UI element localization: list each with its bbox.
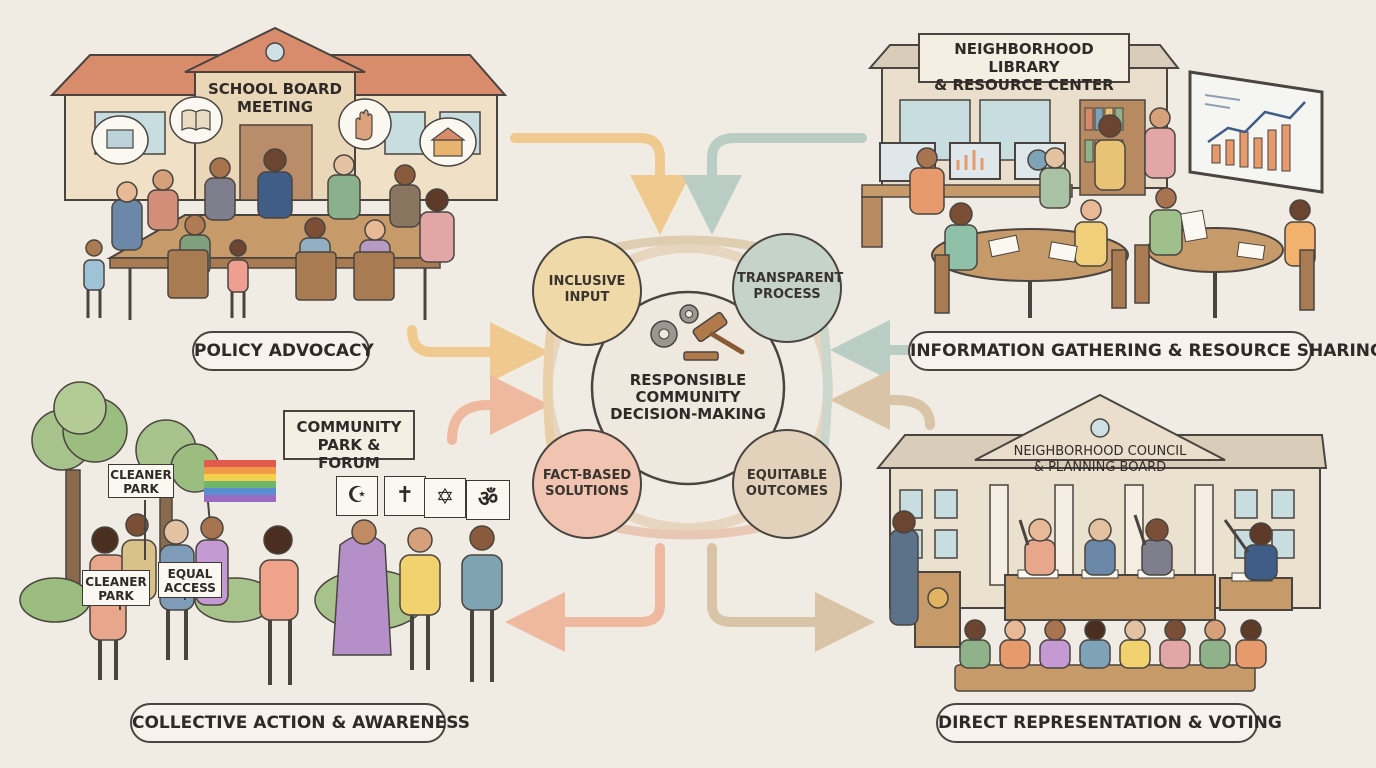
gears-icon bbox=[650, 304, 699, 348]
hub-title-line-2: COMMUNITY bbox=[635, 388, 741, 406]
sign-line-2: PARK bbox=[123, 482, 159, 496]
council-audience bbox=[954, 619, 1267, 692]
council-sign-line-1: NEIGHBORHOOD COUNCIL bbox=[1013, 444, 1187, 459]
sign-line-1: CLEANER bbox=[85, 575, 147, 589]
pillar-circles bbox=[532, 233, 842, 539]
direct-representation-label: DIRECT REPRESENTATION & VOTING bbox=[936, 703, 1282, 743]
pillar-line-1: EQUITABLE bbox=[746, 468, 828, 483]
collective-action-label: COLLECTIVE ACTION & AWARENESS bbox=[130, 703, 470, 743]
sign-line-1: EQUAL bbox=[167, 567, 213, 581]
pillar-line-1: TRANSPARENT bbox=[737, 271, 844, 286]
library-sign: NEIGHBORHOOD LIBRARY & RESOURCE CENTER bbox=[918, 33, 1130, 94]
faith-sign-cross-icon: ✝ bbox=[384, 476, 426, 516]
pillar-fact-based-solutions: FACT-BASED SOLUTIONS bbox=[537, 468, 637, 500]
library-sign-line-1: NEIGHBORHOOD LIBRARY bbox=[954, 40, 1094, 76]
park-sign-line-1: COMMUNITY bbox=[296, 418, 402, 436]
information-gathering-label: INFORMATION GATHERING & RESOURCE SHARING bbox=[908, 331, 1376, 371]
faith-sign-crescent-icon: ☪ bbox=[336, 476, 378, 516]
protest-sign-cleaner-park-top: CLEANER PARK bbox=[108, 464, 174, 498]
hub-title: RESPONSIBLE COMMUNITY DECISION-MAKING bbox=[608, 372, 768, 423]
library-visitors bbox=[909, 107, 1316, 314]
flow-arrows bbox=[407, 133, 935, 652]
sign-line-2: PARK bbox=[98, 589, 134, 603]
park-sign: COMMUNITY PARK & FORUM bbox=[283, 410, 415, 472]
council-building bbox=[875, 393, 1328, 609]
school-sign-line-1: SCHOOL BOARD bbox=[207, 80, 343, 98]
pillar-inclusive-input: INCLUSIVE INPUT bbox=[537, 274, 637, 306]
pillar-transparent-process: TRANSPARENT PROCESS bbox=[737, 271, 844, 303]
protest-sign-equal-access: EQUAL ACCESS bbox=[158, 562, 222, 598]
school-sign: SCHOOL BOARD MEETING bbox=[200, 80, 350, 116]
park-sign-line-2: PARK & FORUM bbox=[317, 436, 381, 472]
pillar-line-1: FACT-BASED bbox=[542, 468, 632, 483]
sign-line-2: ACCESS bbox=[164, 581, 216, 595]
council-sign-line-2: & PLANNING BOARD bbox=[1033, 460, 1167, 475]
pillar-line-1: INCLUSIVE bbox=[548, 274, 626, 289]
pillar-line-2: INPUT bbox=[564, 290, 610, 305]
pillar-line-2: PROCESS bbox=[753, 287, 821, 302]
library-sign-line-2: & RESOURCE CENTER bbox=[934, 76, 1114, 94]
speech-bubbles bbox=[91, 96, 477, 167]
board-members bbox=[83, 148, 455, 318]
gavel-icon bbox=[683, 311, 745, 361]
hub-title-line-1: RESPONSIBLE bbox=[629, 371, 747, 389]
presentation-screen bbox=[1188, 70, 1324, 194]
council-sign: NEIGHBORHOOD COUNCIL & PLANNING BOARD bbox=[1010, 444, 1190, 476]
pillar-line-2: OUTCOMES bbox=[745, 484, 829, 499]
park-protesters bbox=[89, 500, 503, 685]
council-members bbox=[889, 510, 1278, 626]
sign-line-1: CLEANER bbox=[110, 468, 172, 482]
faith-sign-om-icon: ॐ bbox=[466, 480, 510, 520]
hub-title-line-3: DECISION-MAKING bbox=[610, 405, 766, 423]
pillar-line-2: SOLUTIONS bbox=[545, 484, 629, 499]
school-sign-line-2: MEETING bbox=[236, 98, 314, 116]
protest-sign-cleaner-park-bottom: CLEANER PARK bbox=[82, 570, 150, 606]
policy-advocacy-label: POLICY ADVOCACY bbox=[192, 331, 374, 371]
pillar-equitable-outcomes: EQUITABLE OUTCOMES bbox=[737, 468, 837, 500]
faith-sign-star-of-david-icon: ✡ bbox=[424, 478, 466, 518]
